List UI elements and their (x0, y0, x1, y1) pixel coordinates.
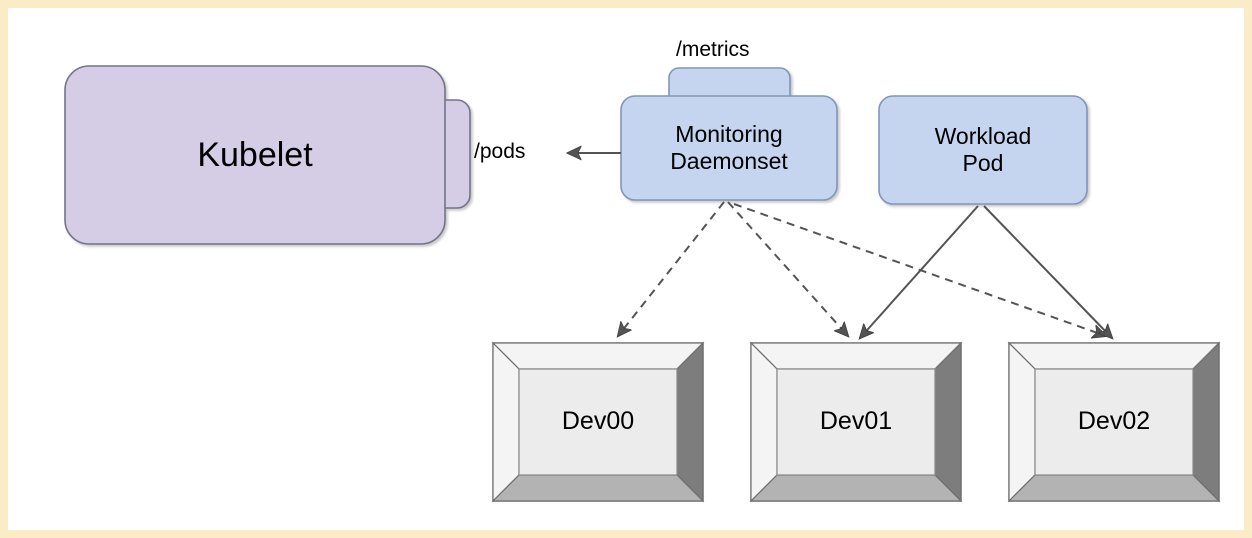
workload-pod-body (878, 95, 1088, 205)
dev01-bevel-left (750, 341, 778, 503)
dev00-bevel-left (492, 341, 520, 503)
node-dev02[interactable] (1007, 341, 1221, 503)
dev01-face (776, 368, 936, 476)
edge-label-pods: /pods (474, 140, 526, 163)
dev00-bevel-bottom (491, 474, 705, 502)
monitoring-body (620, 95, 838, 201)
node-monitoring-daemonset[interactable] (620, 67, 838, 201)
kubelet-body (64, 65, 446, 245)
node-dev00[interactable] (491, 341, 705, 503)
dev01-bevel-bottom (749, 474, 963, 502)
dev02-bevel-bottom (1007, 474, 1221, 502)
edge-label-metrics: /metrics (676, 38, 750, 61)
dev02-bevel-top (1007, 342, 1221, 370)
edge-monitoring-to-dev01 (727, 201, 848, 336)
diagram-svg-layer (64, 65, 1221, 503)
dev02-bevel-left (1008, 341, 1036, 503)
edge-monitoring-to-dev00 (618, 201, 725, 336)
dev02-face (1034, 368, 1194, 476)
dev01-bevel-right (934, 341, 962, 503)
node-dev01[interactable] (749, 341, 963, 503)
dev00-bevel-right (676, 341, 704, 503)
node-workload-pod[interactable] (878, 95, 1088, 205)
dev01-bevel-top (749, 342, 963, 370)
dev00-bevel-top (491, 342, 705, 370)
edge-workload-to-dev01 (860, 205, 979, 338)
dev02-bevel-right (1192, 341, 1220, 503)
edge-workload-to-dev02 (983, 205, 1112, 338)
node-kubelet[interactable] (64, 65, 471, 245)
dev00-face (518, 368, 678, 476)
